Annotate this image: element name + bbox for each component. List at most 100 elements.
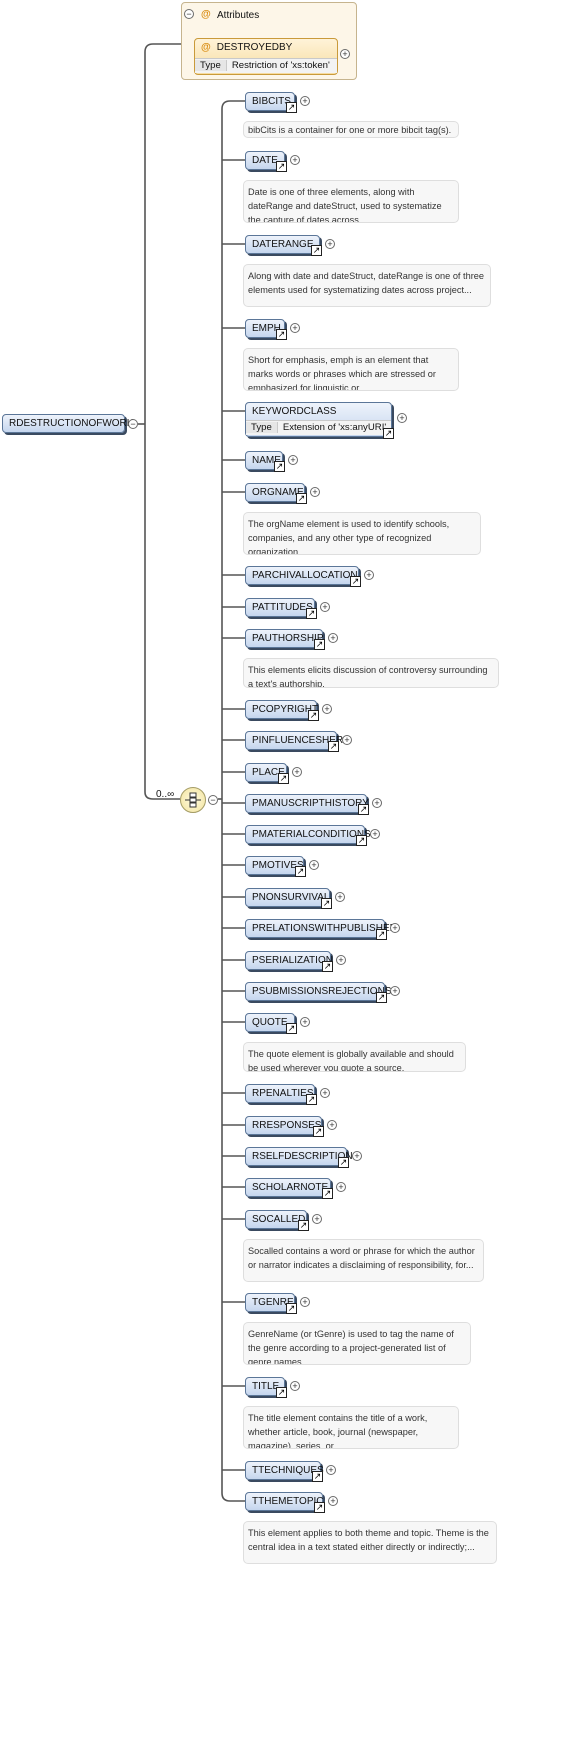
- expand-icon[interactable]: +: [397, 413, 407, 423]
- reference-arrow-icon[interactable]: ↗: [306, 608, 317, 619]
- root-element[interactable]: RDESTRUCTIONOFWORK: [2, 414, 133, 433]
- element-pattitudes[interactable]: PATTITUDES: [245, 598, 315, 617]
- expand-icon[interactable]: +: [310, 487, 320, 497]
- reference-arrow-icon[interactable]: ↗: [298, 1220, 309, 1231]
- attribute-expand-icon[interactable]: +: [340, 49, 350, 59]
- element-quote[interactable]: QUOTE: [245, 1013, 295, 1032]
- reference-arrow-icon[interactable]: ↗: [358, 804, 369, 815]
- reference-arrow-icon[interactable]: ↗: [313, 1126, 324, 1137]
- expand-icon[interactable]: +: [290, 323, 300, 333]
- element-pmotives[interactable]: PMOTIVES: [245, 856, 304, 875]
- reference-arrow-icon[interactable]: ↗: [322, 961, 333, 972]
- element-scholarnote[interactable]: SCHOLARNOTE: [245, 1178, 331, 1197]
- reference-arrow-icon[interactable]: ↗: [312, 1471, 323, 1482]
- reference-arrow-icon[interactable]: ↗: [338, 1157, 349, 1168]
- element-pserialization[interactable]: PSERIALIZATION: [245, 951, 333, 970]
- expand-icon[interactable]: +: [328, 633, 338, 643]
- expand-icon[interactable]: +: [364, 570, 374, 580]
- expand-icon[interactable]: +: [309, 860, 319, 870]
- element-emph[interactable]: EMPH: [245, 319, 285, 338]
- attributes-collapse-icon[interactable]: −: [184, 9, 194, 19]
- reference-arrow-icon[interactable]: ↗: [322, 1188, 333, 1199]
- element-date[interactable]: DATE: [245, 151, 285, 170]
- reference-arrow-icon[interactable]: ↗: [278, 773, 289, 784]
- expand-icon[interactable]: +: [290, 1381, 300, 1391]
- reference-arrow-icon[interactable]: ↗: [296, 493, 307, 504]
- element-title[interactable]: TITLE: [245, 1377, 285, 1396]
- expand-icon[interactable]: +: [312, 1214, 322, 1224]
- reference-arrow-icon[interactable]: ↗: [356, 835, 367, 846]
- reference-arrow-icon[interactable]: ↗: [350, 576, 361, 587]
- expand-icon[interactable]: +: [352, 1151, 362, 1161]
- element-pmanuscripthistory[interactable]: PMANUSCRIPTHISTORY: [245, 794, 369, 813]
- element-daterange[interactable]: DATERANGE: [245, 235, 320, 254]
- expand-icon[interactable]: +: [290, 155, 300, 165]
- element-pauthorship[interactable]: PAUTHORSHIP: [245, 629, 324, 648]
- sequence-collapse-icon[interactable]: −: [208, 795, 218, 805]
- reference-arrow-icon[interactable]: ↗: [276, 329, 287, 340]
- expand-icon[interactable]: +: [326, 1465, 336, 1475]
- reference-arrow-icon[interactable]: ↗: [308, 710, 319, 721]
- element-rpenalties[interactable]: RPENALTIES: [245, 1084, 315, 1103]
- expand-icon[interactable]: +: [372, 798, 382, 808]
- element-parchivallocation[interactable]: PARCHIVALLOCATION: [245, 566, 359, 585]
- sequence-compositor-icon[interactable]: [180, 787, 206, 813]
- reference-arrow-icon[interactable]: ↗: [376, 992, 387, 1003]
- expand-icon[interactable]: +: [300, 96, 310, 106]
- reference-arrow-icon[interactable]: ↗: [321, 898, 332, 909]
- element-pmaterialconditions[interactable]: PMATERIALCONDITIONS: [245, 825, 371, 844]
- expand-icon[interactable]: +: [370, 829, 380, 839]
- reference-arrow-icon[interactable]: ↗: [314, 1502, 325, 1513]
- reference-arrow-icon[interactable]: ↗: [311, 245, 322, 256]
- reference-arrow-icon[interactable]: ↗: [306, 1094, 317, 1105]
- reference-arrow-icon[interactable]: ↗: [314, 639, 325, 650]
- reference-arrow-icon[interactable]: ↗: [286, 1303, 297, 1314]
- expand-icon[interactable]: +: [300, 1297, 310, 1307]
- expand-icon[interactable]: +: [292, 767, 302, 777]
- expand-icon[interactable]: +: [288, 455, 298, 465]
- reference-arrow-icon[interactable]: ↗: [276, 1387, 287, 1398]
- expand-icon[interactable]: +: [325, 239, 335, 249]
- expand-icon[interactable]: +: [320, 602, 330, 612]
- element-tgenre[interactable]: TGENRE: [245, 1293, 295, 1312]
- expand-icon[interactable]: +: [336, 1182, 346, 1192]
- element-bibcits[interactable]: BIBCITS: [245, 92, 295, 111]
- element-pnonsurvival[interactable]: PNONSURVIVAL: [245, 888, 330, 907]
- expand-icon[interactable]: +: [327, 1120, 337, 1130]
- expand-icon[interactable]: +: [390, 986, 400, 996]
- spine-bottom: [221, 1492, 245, 1502]
- reference-arrow-icon[interactable]: ↗: [286, 102, 297, 113]
- expand-icon[interactable]: +: [328, 1496, 338, 1506]
- expand-icon[interactable]: +: [336, 955, 346, 965]
- element-name[interactable]: NAME: [245, 451, 283, 470]
- reference-arrow-icon[interactable]: ↗: [276, 161, 287, 172]
- reference-arrow-icon[interactable]: ↗: [295, 866, 306, 877]
- expand-icon[interactable]: +: [322, 704, 332, 714]
- expand-icon[interactable]: +: [320, 1088, 330, 1098]
- element-tthemetopic[interactable]: TTHEMETOPIC: [245, 1492, 323, 1511]
- element-documentation: This element applies to both theme and t…: [243, 1521, 497, 1564]
- element-prelationswithpublisher[interactable]: PRELATIONSWITHPUBLISHER: [245, 919, 397, 938]
- element-place[interactable]: PLACE: [245, 763, 287, 782]
- reference-arrow-icon[interactable]: ↗: [383, 428, 394, 439]
- element-psubmissionsrejections[interactable]: PSUBMISSIONSREJECTIONS: [245, 982, 391, 1001]
- reference-arrow-icon[interactable]: ↗: [286, 1023, 297, 1034]
- expand-icon[interactable]: +: [390, 923, 400, 933]
- expand-icon[interactable]: +: [335, 892, 345, 902]
- expand-icon[interactable]: +: [300, 1017, 310, 1027]
- element-ttechniques[interactable]: TTECHNIQUES: [245, 1461, 324, 1480]
- reference-arrow-icon[interactable]: ↗: [328, 741, 339, 752]
- element-rresponses[interactable]: RRESPONSES: [245, 1116, 322, 1135]
- element-pcopyright[interactable]: PCOPYRIGHT: [245, 700, 318, 719]
- element-pinfluencesher[interactable]: PINFLUENCESHER: [245, 731, 343, 750]
- element-rselfdescription[interactable]: RSELFDESCRIPTION: [245, 1147, 353, 1166]
- reference-arrow-icon[interactable]: ↗: [376, 929, 387, 940]
- element-socalled[interactable]: SOCALLED: [245, 1210, 307, 1229]
- element-label: PSUBMISSIONSREJECTIONS: [252, 986, 392, 997]
- element-orgname[interactable]: ORGNAME: [245, 483, 305, 502]
- root-collapse-icon[interactable]: −: [128, 419, 138, 429]
- reference-arrow-icon[interactable]: ↗: [274, 461, 285, 472]
- expand-icon[interactable]: +: [342, 735, 352, 745]
